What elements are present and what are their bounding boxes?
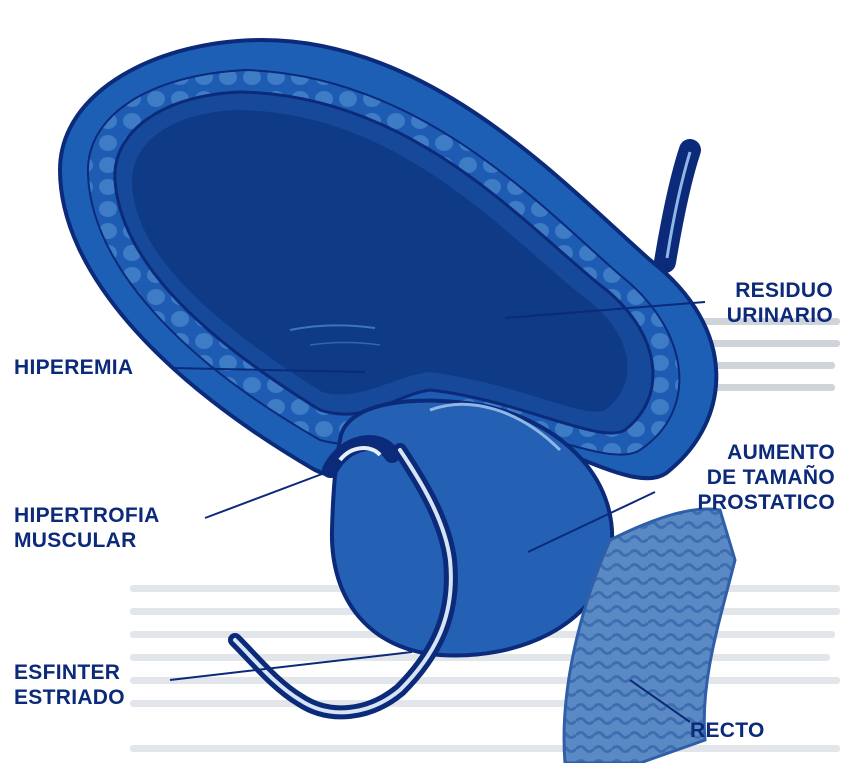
ureter — [665, 150, 690, 262]
label-residuo-urinario: RESIDUO URINARIO — [727, 278, 833, 328]
label-recto: RECTO — [690, 718, 765, 743]
label-hipertrofia-muscular: HIPERTROFIA MUSCULAR — [14, 503, 160, 553]
label-esfinter-estriado: ESFINTER ESTRIADO — [14, 660, 125, 710]
label-aumento-tamano-prostatico: AUMENTO DE TAMAÑO PROSTATICO — [697, 440, 835, 515]
label-hiperemia: HIPEREMIA — [14, 355, 133, 380]
